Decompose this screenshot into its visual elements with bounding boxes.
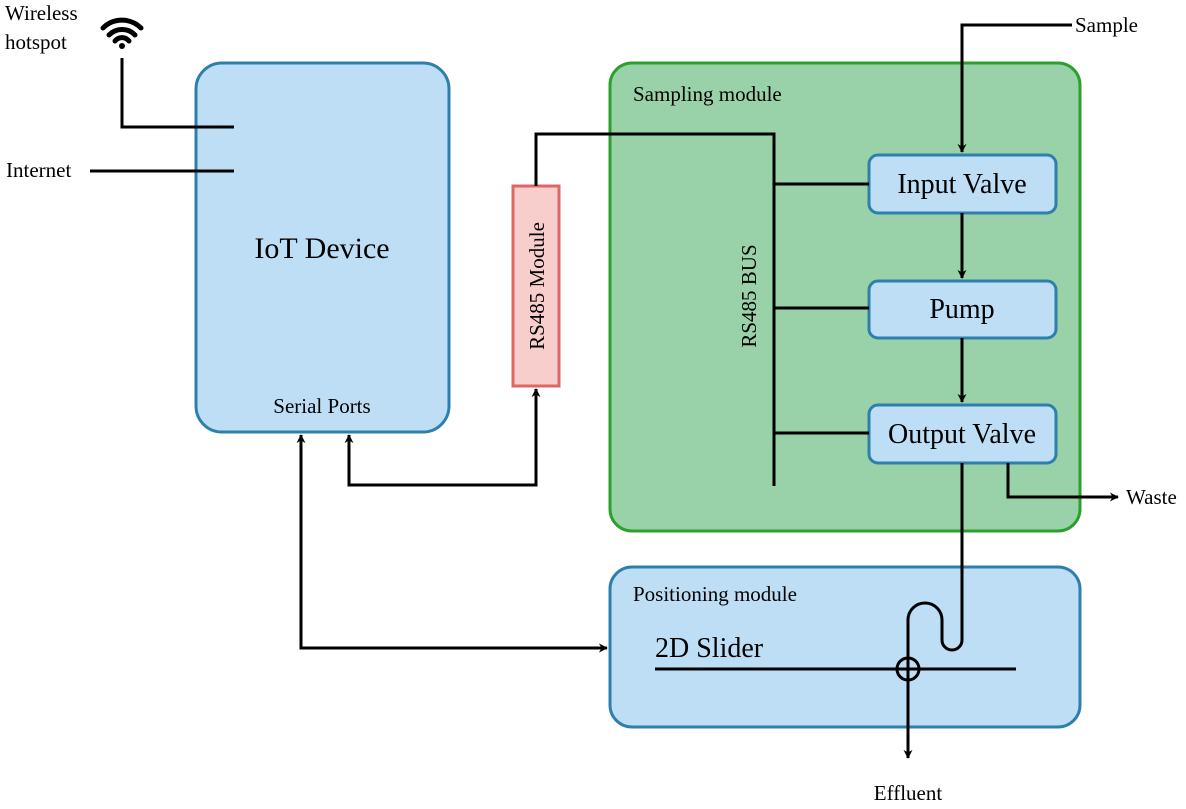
waste-arrow (1006, 463, 1119, 502)
input-valve-label: Input Valve (897, 169, 1026, 200)
iot-device-box (194, 61, 451, 434)
output-valve-label: Output Valve (888, 419, 1036, 450)
wireless-hotspot-label-1: Wireless (5, 1, 78, 25)
rs485-bus-label: RS485 BUS (737, 244, 761, 347)
sample-inlet-arrow (957, 23, 1072, 153)
pump-label: Pump (929, 294, 994, 325)
serial-to-positioning-arrow (296, 434, 608, 653)
positioning-module-label: Positioning module (633, 582, 797, 606)
serial-ports-label: Serial Ports (273, 394, 370, 418)
effluent-tube (903, 463, 964, 759)
wifi-icon (100, 17, 144, 49)
slider-2d-label: 2D Slider (655, 633, 764, 664)
rs485-to-bus-line (534, 132, 776, 486)
slider-carriage (895, 656, 921, 682)
rs485-module-label: RS485 Module (525, 222, 549, 350)
wireless-link-line (120, 58, 234, 129)
internet-label: Internet (6, 158, 71, 182)
effluent-label: Effluent (874, 781, 943, 805)
waste-label: Waste (1126, 485, 1177, 509)
wireless-hotspot-label-2: hotspot (5, 30, 67, 54)
sampling-module-label: Sampling module (633, 82, 782, 106)
sample-label: Sample (1075, 13, 1138, 37)
iot-device-label: IoT Device (254, 232, 389, 265)
